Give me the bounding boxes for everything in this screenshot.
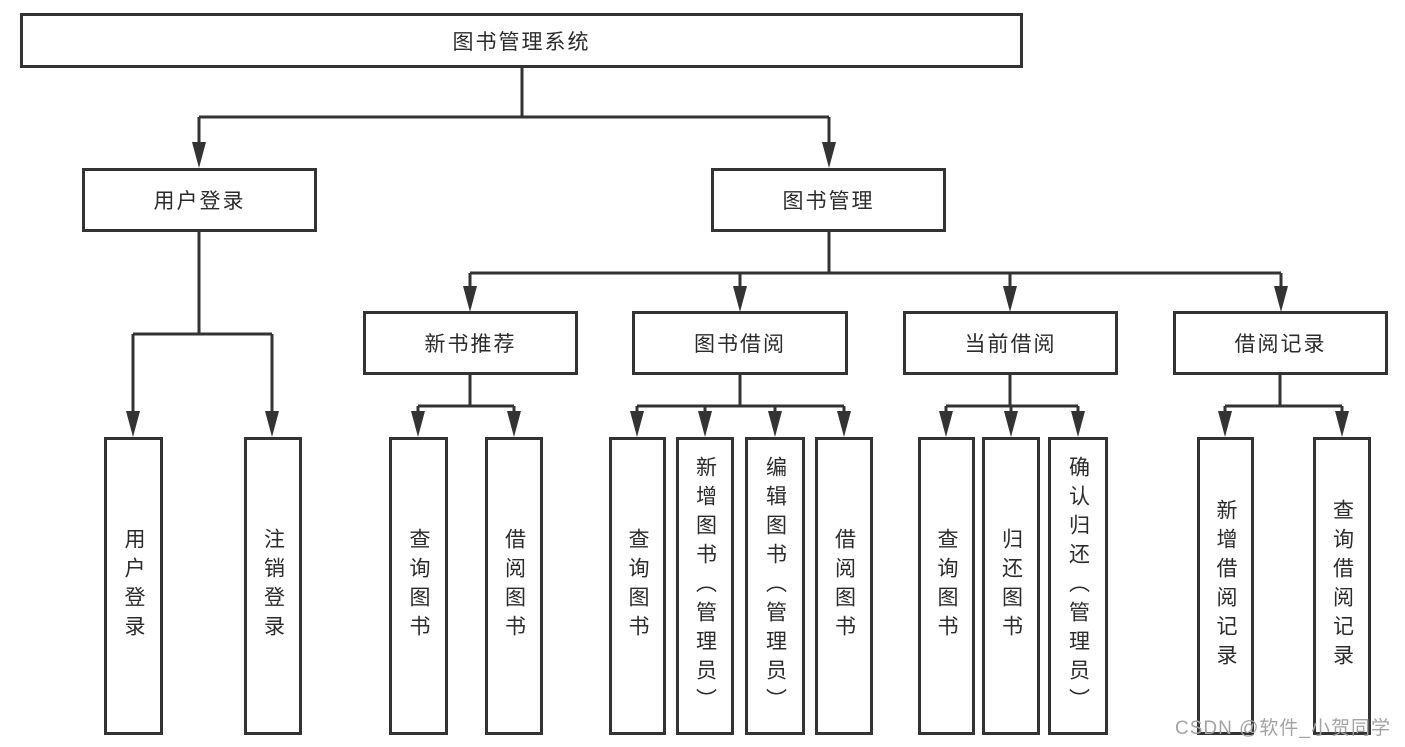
node-label: 查询图书 [626,528,649,644]
node-book-borrow: 图书借阅 [632,311,848,375]
node-current-borrow: 当前借阅 [903,311,1118,375]
node-label: 用户登录 [122,528,145,644]
node-borrow-query-book: 查询图书 [609,437,666,735]
node-book-management: 图书管理 [711,168,946,232]
node-label: 借阅图书 [832,528,856,644]
node-record-query-record: 查询借阅记录 [1313,437,1371,735]
node-book-management-system: 图书管理系统 [20,13,1023,68]
node-label: 确认归还（管理员） [1066,455,1090,717]
node-new-book-recommend: 新书推荐 [363,311,578,375]
node-label: 查询借阅记录 [1330,499,1354,673]
node-label: 新增图书（管理员） [693,455,717,717]
node-newbook-borrow-book: 借阅图书 [485,437,543,735]
node-label: 注销登录 [261,528,285,644]
node-user-login: 用户登录 [82,168,317,232]
node-borrow-edit-book-admin: 编辑图书（管理员） [745,437,805,735]
node-user-login-leaf: 用户登录 [104,437,163,735]
node-current-query-book: 查询图书 [918,437,975,735]
node-label: 编辑图书（管理员） [763,455,787,717]
node-label: 归还图书 [999,528,1023,644]
node-label: 借阅图书 [502,528,526,644]
node-label: 查询图书 [935,528,958,644]
node-borrow-borrow-book: 借阅图书 [815,437,873,735]
node-newbook-query-book: 查询图书 [389,437,448,735]
node-borrow-record: 借阅记录 [1173,311,1388,375]
node-current-confirm-return-admin: 确认归还（管理员） [1048,437,1108,735]
node-borrow-add-book-admin: 新增图书（管理员） [676,437,734,735]
node-current-return-book: 归还图书 [982,437,1040,735]
node-label: 新增借阅记录 [1214,499,1237,673]
arrowheads [126,142,1349,437]
watermark: CSDN @软件_小贺同学 [1175,718,1391,739]
node-label: 查询图书 [407,528,430,644]
node-logout: 注销登录 [244,437,302,735]
node-record-add-record: 新增借阅记录 [1197,437,1254,735]
